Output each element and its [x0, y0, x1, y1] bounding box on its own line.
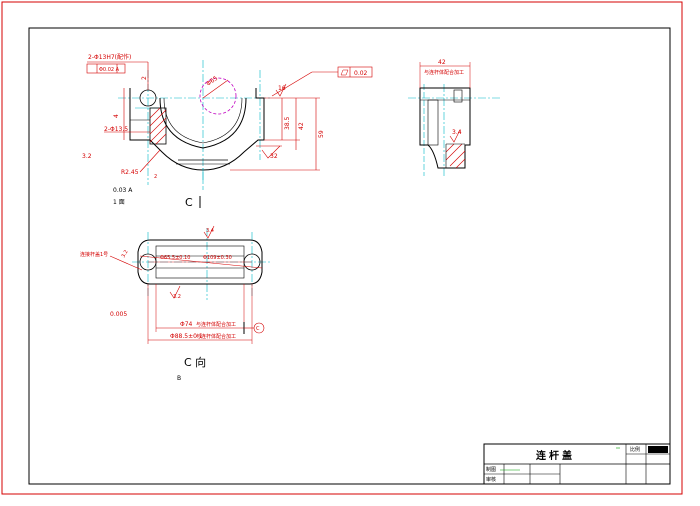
part-name: 连杆盖 [536, 449, 575, 462]
datum-c: C [256, 326, 260, 332]
side-roughness: 3.4 [452, 129, 462, 136]
dim-88-5: Φ88.5±0.1 [170, 333, 203, 340]
side-width-dim: 42 [438, 59, 446, 66]
bottom-view-label: C 向 [184, 355, 206, 369]
front-view-label: C [185, 196, 193, 209]
position-tolerance: Φ0.02 A [99, 67, 120, 73]
bottom-sub-label: B [177, 375, 181, 382]
title-block: 连杆盖 比例 制图 审核 [483, 443, 671, 485]
roughness-16: 16 [278, 85, 286, 92]
holes-note: 2-Φ13H7(配作) [88, 53, 131, 61]
bottom-roughness-bottom: 3.2 [173, 294, 181, 300]
parallel-tolerance: 0.005 [110, 311, 127, 318]
flatness-tolerance: 0.02 [354, 70, 368, 77]
dim-74: Φ74 [180, 321, 193, 328]
bottom-view: 连接杆盖1号 Φ65.5±0.10 Φ109±0.30 3.4 3.2 3.2 … [80, 225, 272, 382]
perpendicularity-tolerance: 0.03 A [113, 187, 133, 194]
datum-note: 1 面 [113, 199, 125, 206]
bore-diameter: Φ65 [205, 75, 219, 88]
roughness-left: 3.2 [82, 153, 92, 160]
front-view: 2-Φ13H7(配作) Φ0.02 A 4 2 2-Φ13.5 3.2 R2.4… [82, 53, 373, 209]
side-note: 与连杆体配合加工 [424, 69, 464, 76]
dim-4: 4 [113, 114, 120, 118]
dim-59: 59 [318, 130, 325, 138]
slot-note: 2-Φ13.5 [104, 126, 128, 133]
bottom-roughness-left: 3.2 [121, 249, 130, 259]
inner-border [28, 27, 671, 485]
drawn-label: 制图 [486, 466, 496, 473]
dim-38-5: 38.5 [284, 116, 291, 130]
checked-label: 审核 [486, 476, 496, 483]
dim-42: 42 [298, 122, 305, 130]
bore-left-dim: Φ65.5±0.10 [160, 255, 190, 261]
dim-88-5-note: 与连杆体配合加工 [196, 333, 236, 340]
dim-2-bottom: 2 [154, 174, 157, 180]
ratio-label: 比例 [630, 446, 640, 453]
outer-border [1, 1, 683, 495]
bore-right-dim: Φ109±0.30 [203, 255, 232, 261]
radius-note: R2.45 [121, 169, 139, 176]
dim-74-note: 与连杆体配合加工 [196, 321, 236, 328]
side-view: 42 与连杆体配合加工 3.4 [408, 59, 502, 176]
roughness-bottom-right: 32 [270, 153, 278, 160]
dim-top-2: 2 [141, 76, 148, 80]
bottom-left-note: 连接杆盖1号 [80, 251, 108, 258]
bottom-roughness-top: 3.4 [206, 228, 214, 234]
